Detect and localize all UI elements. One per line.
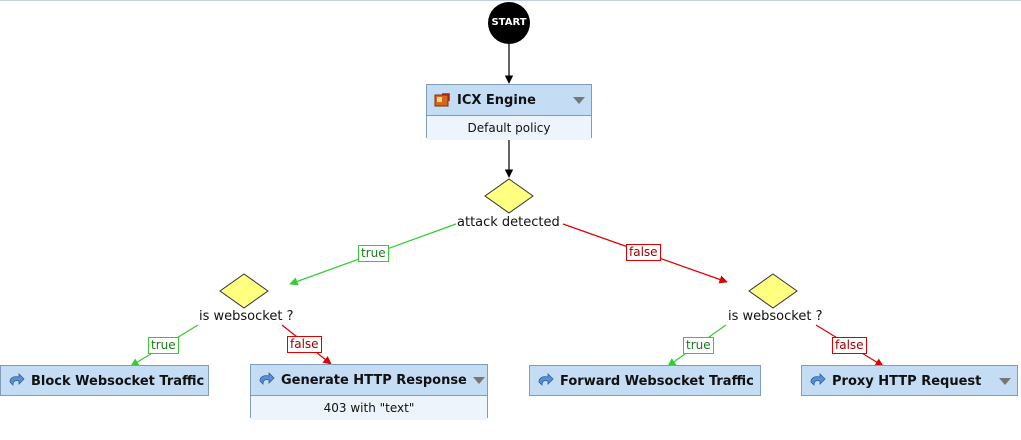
icx-engine-node[interactable]: ICX Engine Default policy [426, 84, 592, 140]
icx-engine-title: ICX Engine [457, 92, 536, 108]
decision-left-label: is websocket ? [199, 309, 294, 324]
edge-label-left-true: true [148, 337, 179, 354]
block-websocket-title: Block Websocket Traffic [31, 373, 205, 389]
edge-label-root-false: false [626, 244, 661, 261]
decision-left-is-websocket[interactable] [219, 273, 269, 309]
chevron-down-icon[interactable] [573, 96, 585, 104]
action-arrow-icon [9, 373, 25, 386]
icx-engine-policy: Default policy [427, 115, 591, 140]
action-arrow-icon [259, 372, 275, 385]
action-arrow-icon [810, 373, 826, 386]
chevron-down-icon[interactable] [472, 376, 485, 384]
edge-label-right-false: false [832, 337, 867, 354]
generate-http-response-node[interactable]: Generate HTTP Response 403 with "text" [250, 364, 488, 420]
proxy-http-request-node[interactable]: Proxy HTTP Request [801, 365, 1018, 396]
decision-right-label: is websocket ? [728, 309, 823, 324]
action-arrow-icon [538, 373, 554, 386]
generate-http-response-title: Generate HTTP Response [281, 372, 467, 388]
icx-engine-icon [434, 93, 450, 107]
edge-label-left-false: false [287, 336, 322, 353]
edge-label-root-true: true [358, 245, 389, 262]
decision-right-is-websocket[interactable] [748, 273, 798, 309]
icx-engine-header[interactable]: ICX Engine [427, 85, 591, 115]
forward-websocket-title: Forward Websocket Traffic [560, 373, 754, 389]
top-border [0, 0, 1021, 1]
decision-attack-detected[interactable] [484, 178, 534, 214]
decision-attack-detected-label: attack detected [457, 215, 560, 230]
block-websocket-node[interactable]: Block Websocket Traffic [0, 365, 209, 396]
chevron-down-icon[interactable] [999, 377, 1011, 385]
start-node[interactable]: START [488, 2, 530, 44]
proxy-http-request-title: Proxy HTTP Request [832, 373, 982, 389]
edge-label-right-true: true [683, 337, 714, 354]
forward-websocket-node[interactable]: Forward Websocket Traffic [529, 365, 761, 396]
generate-http-response-detail: 403 with "text" [251, 395, 487, 420]
